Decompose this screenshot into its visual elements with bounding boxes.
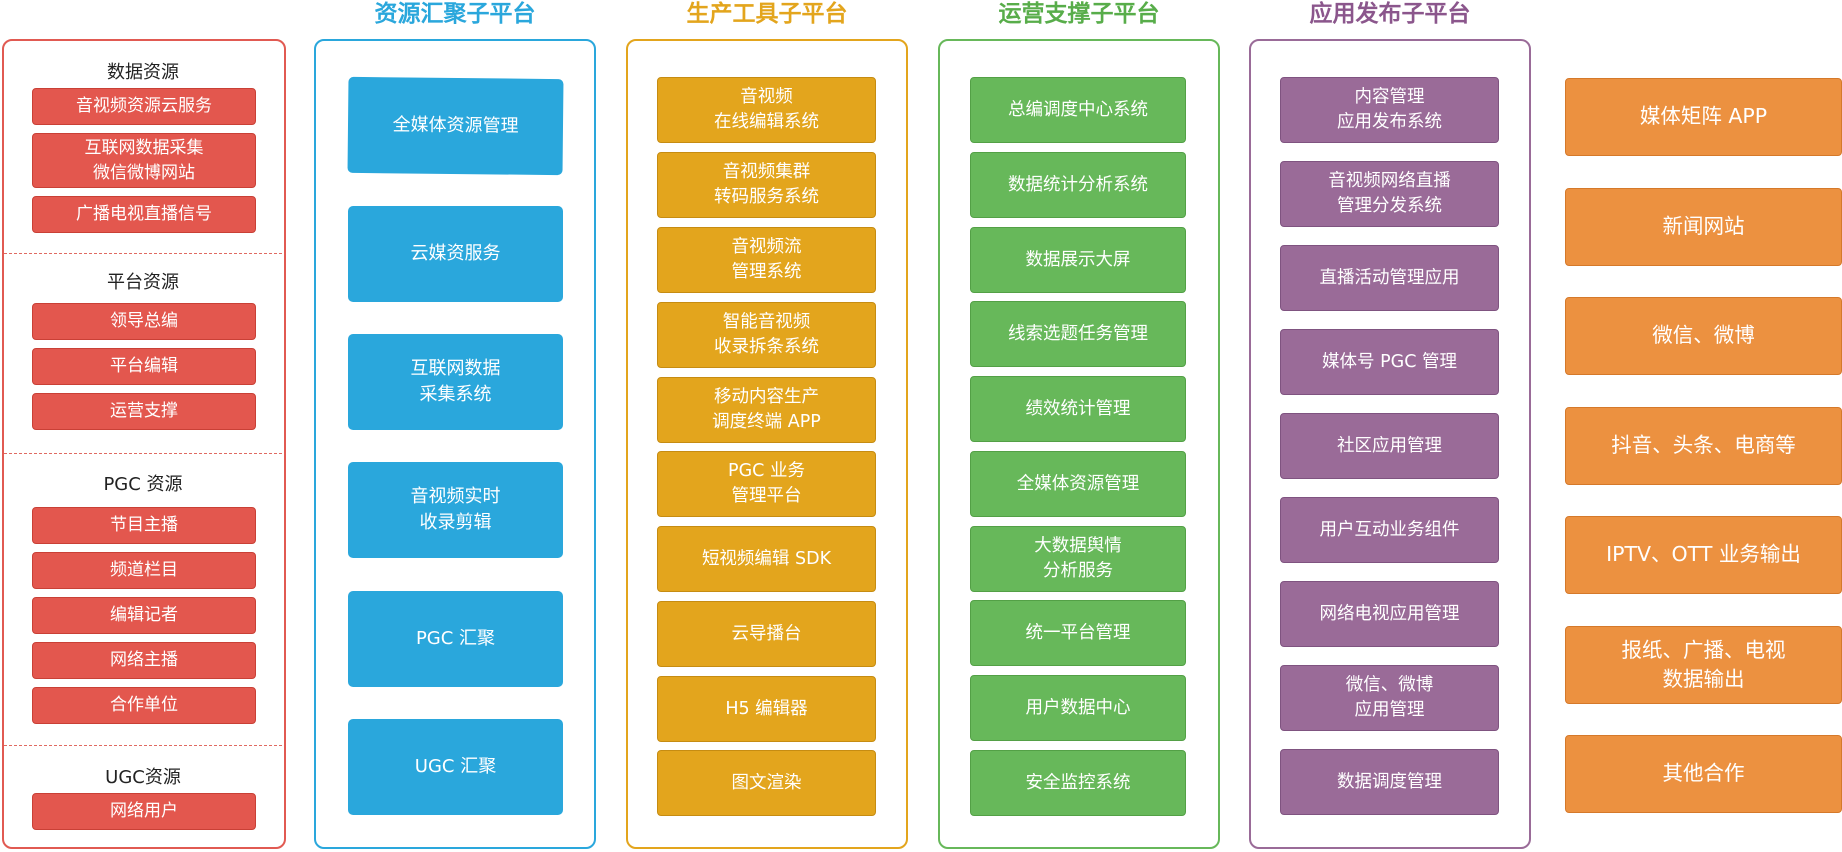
publish-item: 微信、微博 应用管理	[1280, 665, 1499, 731]
production-panel	[626, 39, 908, 849]
operation-item: 全媒体资源管理	[970, 451, 1186, 517]
operation-item: 用户数据中心	[970, 675, 1186, 741]
publish-item: 数据调度管理	[1280, 749, 1499, 815]
resource-item: 广播电视直播信号	[32, 196, 256, 233]
resource-item: 互联网数据采集 微信微博网站	[32, 133, 256, 188]
resource-item: 编辑记者	[32, 597, 256, 634]
production-item: 短视频编辑 SDK	[657, 526, 876, 592]
publish-item: 社区应用管理	[1280, 413, 1499, 479]
section-divider	[4, 745, 282, 746]
section-divider	[4, 253, 282, 254]
production-item: 智能音视频 收录拆条系统	[657, 302, 876, 368]
resource-item: 网络用户	[32, 793, 256, 830]
production-item: 音视频集群 转码服务系统	[657, 152, 876, 218]
output-item: IPTV、OTT 业务输出	[1565, 516, 1842, 594]
operation-panel	[938, 39, 1220, 849]
operation-item: 数据统计分析系统	[970, 152, 1186, 218]
publish-item: 内容管理 应用发布系统	[1280, 77, 1499, 143]
production-item: 音视频 在线编辑系统	[657, 77, 876, 143]
section-divider	[4, 453, 282, 454]
platform-resource-heading: 平台资源	[107, 272, 179, 293]
operation-item: 统一平台管理	[970, 600, 1186, 666]
production-item: 移动内容生产 调度终端 APP	[657, 377, 876, 443]
output-item: 新闻网站	[1565, 188, 1842, 266]
output-item: 抖音、头条、电商等	[1565, 407, 1842, 485]
operation-item: 大数据舆情 分析服务	[970, 526, 1186, 592]
resource-item: 音视频资源云服务	[32, 88, 256, 125]
resource-item: 网络主播	[32, 642, 256, 679]
operation-item: 数据展示大屏	[970, 227, 1186, 293]
production-item: 音视频流 管理系统	[657, 227, 876, 293]
ugc-resource-heading: UGC资源	[105, 767, 181, 788]
publish-platform-title: 应用发布子平台	[1309, 1, 1471, 27]
aggregation-platform-title: 资源汇聚子平台	[374, 1, 536, 27]
resource-item: 合作单位	[32, 687, 256, 724]
resource-panel	[2, 39, 286, 849]
pgc-resource-heading: PGC 资源	[103, 474, 183, 495]
aggregation-item: 云媒资服务	[348, 206, 563, 302]
operation-item: 绩效统计管理	[970, 376, 1186, 442]
aggregation-item: 全媒体资源管理	[347, 76, 564, 176]
production-item: 图文渲染	[657, 750, 876, 816]
publish-item: 用户互动业务组件	[1280, 497, 1499, 563]
resource-item: 领导总编	[32, 303, 256, 340]
publish-item: 直播活动管理应用	[1280, 245, 1499, 311]
output-item: 其他合作	[1565, 735, 1842, 813]
publish-item: 媒体号 PGC 管理	[1280, 329, 1499, 395]
resource-item: 平台编辑	[32, 348, 256, 385]
data-resource-heading: 数据资源	[107, 62, 179, 83]
production-item: PGC 业务 管理平台	[657, 451, 876, 517]
publish-item: 网络电视应用管理	[1280, 581, 1499, 647]
aggregation-item: PGC 汇聚	[348, 591, 563, 687]
resource-item: 频道栏目	[32, 552, 256, 589]
resource-item: 运营支撑	[32, 393, 256, 430]
output-item: 报纸、广播、电视 数据输出	[1565, 626, 1842, 704]
operation-item: 安全监控系统	[970, 750, 1186, 816]
aggregation-item: 音视频实时 收录剪辑	[348, 462, 563, 558]
publish-item: 音视频网络直播 管理分发系统	[1280, 161, 1499, 227]
operation-item: 总编调度中心系统	[970, 77, 1186, 143]
production-platform-title: 生产工具子平台	[686, 1, 848, 27]
publish-panel	[1249, 39, 1531, 849]
aggregation-item: UGC 汇聚	[348, 719, 563, 815]
aggregation-item: 互联网数据 采集系统	[348, 334, 563, 430]
production-item: 云导播台	[657, 601, 876, 667]
output-item: 微信、微博	[1565, 297, 1842, 375]
output-item: 媒体矩阵 APP	[1565, 78, 1842, 156]
operation-platform-title: 运营支撑子平台	[998, 1, 1160, 27]
resource-item: 节目主播	[32, 507, 256, 544]
operation-item: 线索选题任务管理	[970, 301, 1186, 367]
aggregation-panel	[314, 39, 596, 849]
production-item: H5 编辑器	[657, 676, 876, 742]
